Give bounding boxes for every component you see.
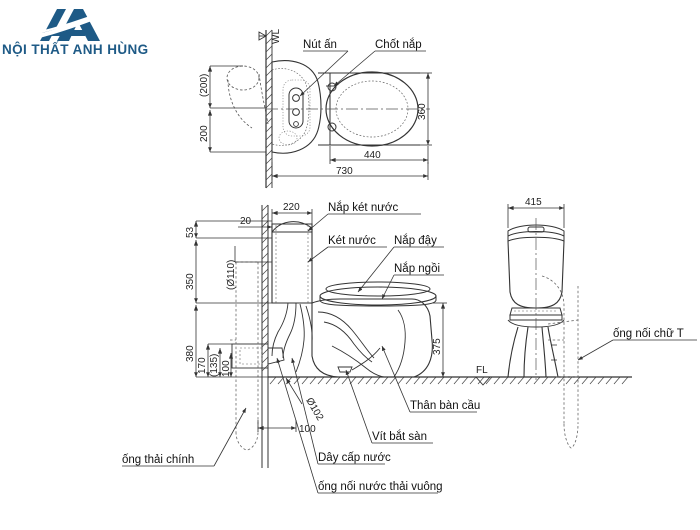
callout-day-cap-nuoc: Dây cấp nước (291, 357, 391, 465)
side-view-dim-170: 170 (197, 343, 232, 377)
top-view-dim-730: 730 (271, 162, 429, 180)
fl-label: FL (476, 365, 488, 376)
side-view-bowl-body (311, 281, 437, 378)
dim-value: 220 (283, 202, 300, 213)
top-view-hidden-pipe (226, 65, 269, 129)
top-view-tank (271, 60, 322, 154)
wl-label: WL (271, 29, 282, 44)
callout-nap-day: Nắp đậy (357, 234, 444, 293)
top-view-tank-interior (278, 79, 311, 146)
dim-value: 730 (336, 166, 353, 177)
top-view: WL (199, 29, 432, 189)
dim-value: 380 (185, 345, 196, 362)
side-view-wall (261, 204, 269, 468)
dim-value: 440 (364, 150, 381, 161)
callout-nut-an: Nút ấn (299, 39, 349, 97)
callout-label: Nắp đậy (394, 234, 437, 247)
side-view-dim-375: 375 (432, 302, 447, 378)
dim-value: 20 (240, 216, 252, 227)
dim-value: 375 (432, 338, 443, 355)
callout-label: Nắp ngồi (394, 262, 440, 275)
dim-value: 350 (185, 273, 196, 290)
callout-label: Két nước (328, 235, 376, 247)
top-view-dim-200: 200 (199, 110, 266, 153)
callout-label: Vít bắt sàn (372, 430, 427, 443)
side-view-dim-53: 53 (185, 220, 272, 239)
brand-name: NỘI THẤT ANH HÙNG (2, 42, 149, 57)
callout-label: Chốt nắp (375, 38, 422, 51)
dim-value: (200) (199, 74, 210, 97)
side-view-dim-100-horizontal: 100 (257, 420, 316, 435)
top-view-dim-440: 440 (329, 146, 429, 164)
anh-hung-monogram-icon (30, 9, 108, 41)
side-view-dim-350: 350 (185, 240, 312, 304)
callout-than-ban-cau: Thân bàn cầu (381, 345, 480, 413)
dim-value: 53 (185, 226, 196, 238)
top-view-dim-360: 360 (417, 72, 432, 146)
side-view-dim-100-vertical: 100 (221, 353, 234, 377)
dim-value: (Ø110) (226, 260, 237, 290)
side-view-dim-dia110: (Ø110) (226, 246, 272, 290)
front-view-dim-415: 415 (507, 197, 565, 228)
callout-nap-ket-nuoc: Nắp két nước (307, 201, 421, 232)
callout-ong-thai-chinh: ống thải chính (122, 407, 247, 467)
callout-label: ống thải chính (122, 454, 194, 466)
callout-chot-nap: Chốt nắp (333, 38, 426, 87)
side-view-dim-20: 20 (238, 216, 272, 229)
dim-value: (135) (209, 354, 220, 377)
brand-logo: NỘI THẤT ANH HÙNG (2, 9, 149, 57)
top-view-dim-200-paren: (200) (199, 65, 266, 109)
dim-value: 200 (199, 125, 210, 142)
callout-vit-bat-san: Vít bắt sàn (345, 369, 433, 444)
side-view-cistern (271, 221, 313, 304)
side-view-dim-dia102: Ø102 (285, 377, 325, 423)
dim-value: 415 (525, 197, 542, 208)
callout-label: ống nối chữ T (613, 328, 684, 340)
callout-label: ống nối nước thải vuông (318, 481, 443, 493)
dim-value: 100 (221, 360, 232, 377)
callout-ong-noi-nuoc-thai-vuong: ống nối nước thải vuông (276, 357, 443, 494)
front-view: FL (468, 197, 697, 449)
dim-value: 100 (299, 424, 316, 435)
callout-label: Thân bàn cầu (410, 400, 480, 412)
side-view-dim-135: (135) (209, 348, 223, 377)
dim-value: 170 (197, 357, 208, 374)
fl-marker: FL (475, 365, 491, 386)
callout-label: Dây cấp nước (318, 452, 391, 464)
callout-ong-noi-chu-t: ống nối chữ T (577, 328, 697, 361)
dim-value: 360 (417, 103, 428, 120)
side-view-supply-hose (271, 302, 313, 373)
front-view-t-connector-hidden (541, 275, 579, 449)
top-view-push-button-plate (288, 87, 304, 129)
callout-ket-nuoc: Két nước (307, 235, 387, 263)
callout-label: Nắp két nước (328, 201, 398, 214)
wl-marker: WL (258, 29, 282, 44)
front-view-floor (468, 376, 632, 385)
front-view-pedestal (507, 326, 559, 378)
callout-label: Nút ấn (303, 39, 337, 51)
callout-nap-ngoi: Nắp ngồi (381, 262, 444, 300)
side-view-dim-220: 220 (271, 202, 313, 224)
side-section-view: 220 20 53 350 380 170 (135) (122, 201, 480, 494)
